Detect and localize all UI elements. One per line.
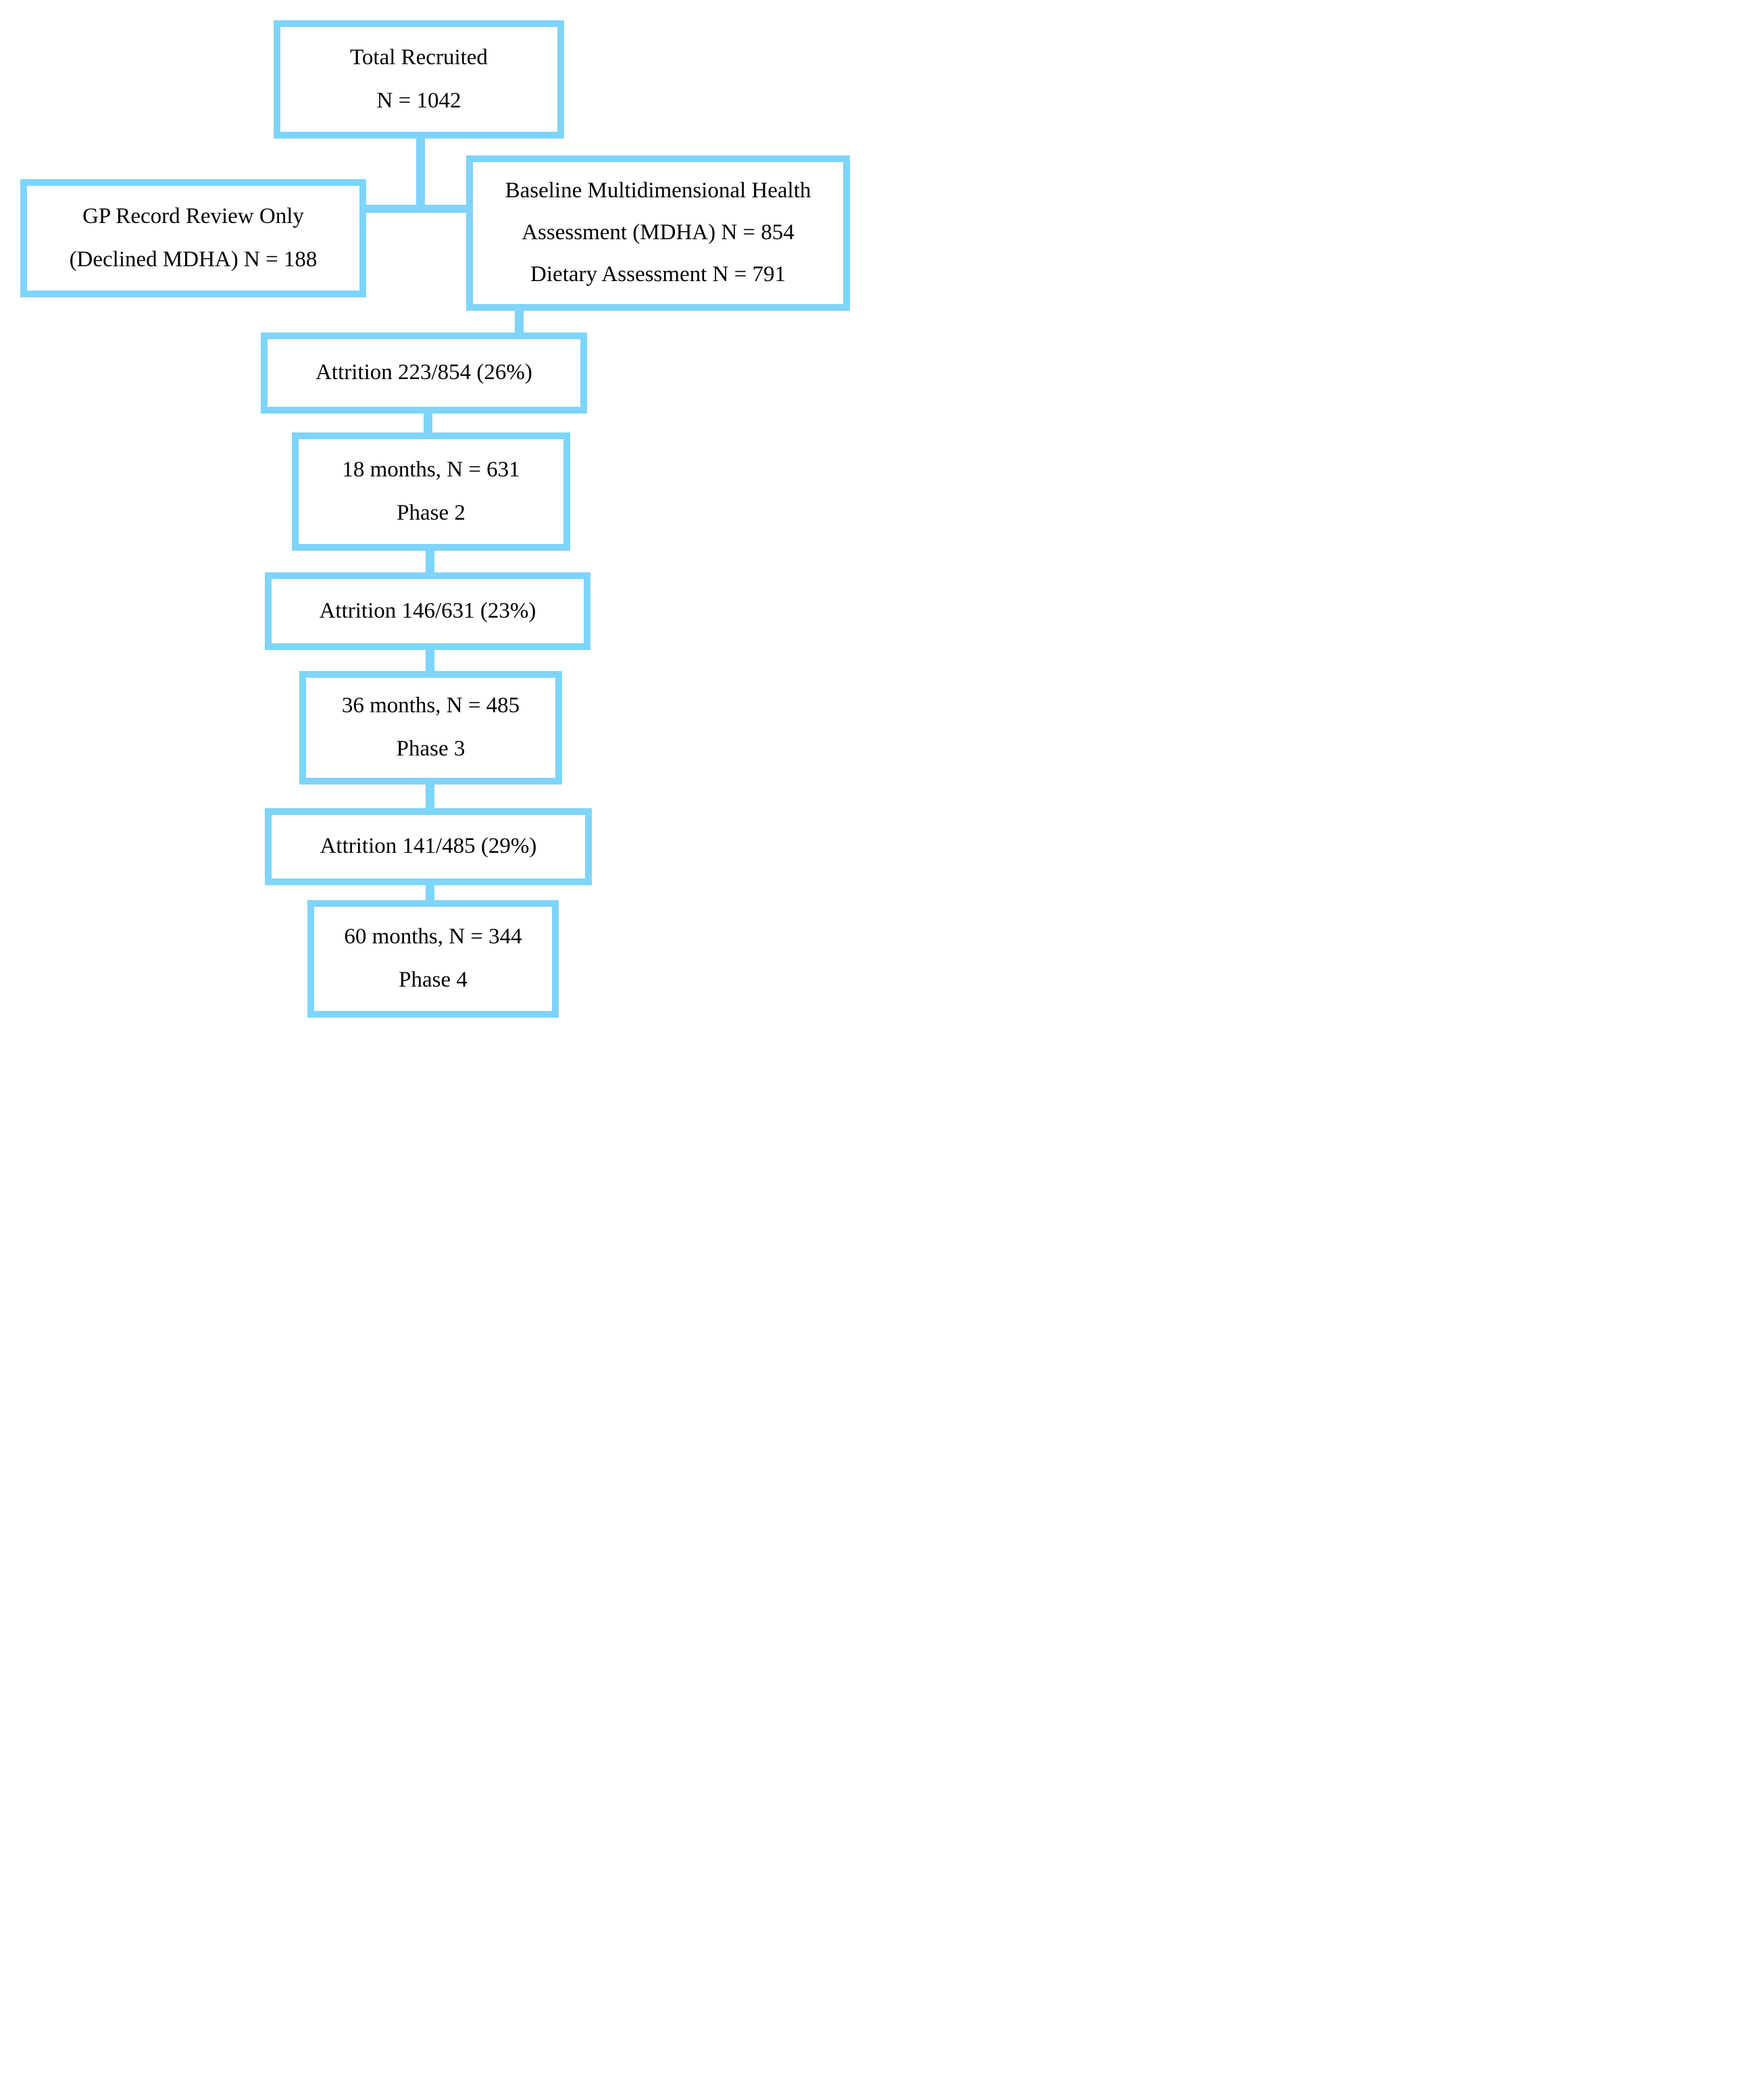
connector-phase2-to-attrition2	[426, 549, 434, 575]
node-text-line: Attrition 146/631 (23%)	[319, 598, 536, 623]
node-text-line: 36 months, N = 485	[341, 693, 520, 718]
node-text-line: GP Record Review Only	[82, 203, 304, 228]
connector-branch-horizontal	[361, 205, 470, 213]
node-text-line: 18 months, N = 631	[342, 457, 520, 482]
connector-attrition3-to-phase4	[426, 884, 434, 903]
node-phase3-36-months: 36 months, N = 485 Phase 3	[299, 671, 562, 785]
node-attrition-36-months: Attrition 141/485 (29%)	[265, 808, 592, 885]
connector-phase3-to-attrition3	[426, 783, 434, 811]
flowchart-canvas: Total Recruited N = 1042 GP Record Revie…	[0, 0, 882, 1042]
node-text-line: Baseline Multidimensional Health	[505, 178, 811, 203]
node-gp-record-review-only: GP Record Review Only (Declined MDHA) N …	[20, 179, 366, 297]
node-text-line: Total Recruited	[350, 45, 488, 70]
node-baseline-mdha: Baseline Multidimensional Health Assessm…	[466, 155, 850, 311]
node-text-line: Assessment (MDHA) N = 854	[522, 220, 795, 245]
connector-attrition1-to-phase2	[424, 412, 432, 435]
node-text-line: 60 months, N = 344	[344, 924, 522, 949]
node-attrition-baseline: Attrition 223/854 (26%)	[261, 332, 587, 414]
node-text-line: (Declined MDHA) N = 188	[69, 247, 318, 272]
node-total-recruited: Total Recruited N = 1042	[274, 20, 564, 139]
node-phase2-18-months: 18 months, N = 631 Phase 2	[292, 432, 570, 551]
connector-baseline-to-attrition1	[515, 309, 524, 335]
node-text-line: N = 1042	[376, 88, 461, 113]
node-text-line: Attrition 141/485 (29%)	[320, 834, 537, 859]
node-text-line: Phase 3	[396, 737, 465, 761]
node-text-line: Dietary Assessment N = 791	[530, 262, 786, 287]
node-phase4-60-months: 60 months, N = 344 Phase 4	[307, 900, 559, 1018]
node-text-line: Attrition 223/854 (26%)	[316, 360, 532, 385]
node-text-line: Phase 4	[399, 968, 468, 992]
connector-attrition2-to-phase3	[426, 649, 434, 674]
connector-total-to-branch	[416, 137, 425, 213]
node-attrition-18-months: Attrition 146/631 (23%)	[265, 572, 590, 650]
node-text-line: Phase 2	[397, 500, 465, 525]
